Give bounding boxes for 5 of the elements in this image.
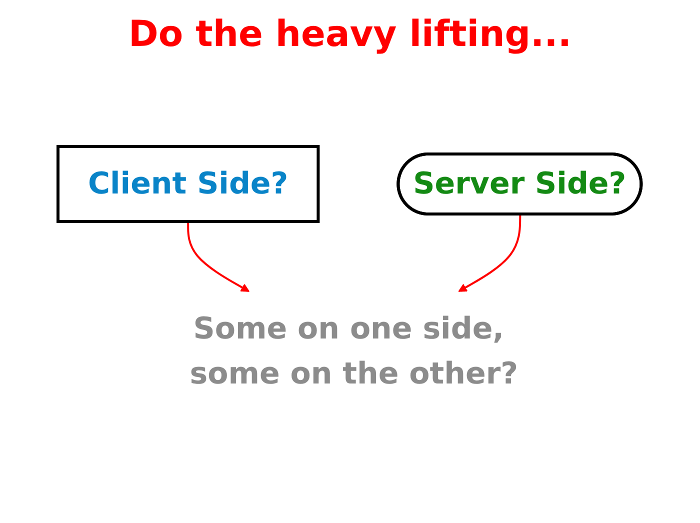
arrow: [458, 214, 522, 292]
title: Do the heavy lifting...: [127, 14, 573, 55]
node-text: Some on one side, some on the other?: [190, 312, 518, 392]
node-box: Client Side?: [56, 145, 320, 223]
arrow: [188, 222, 250, 292]
